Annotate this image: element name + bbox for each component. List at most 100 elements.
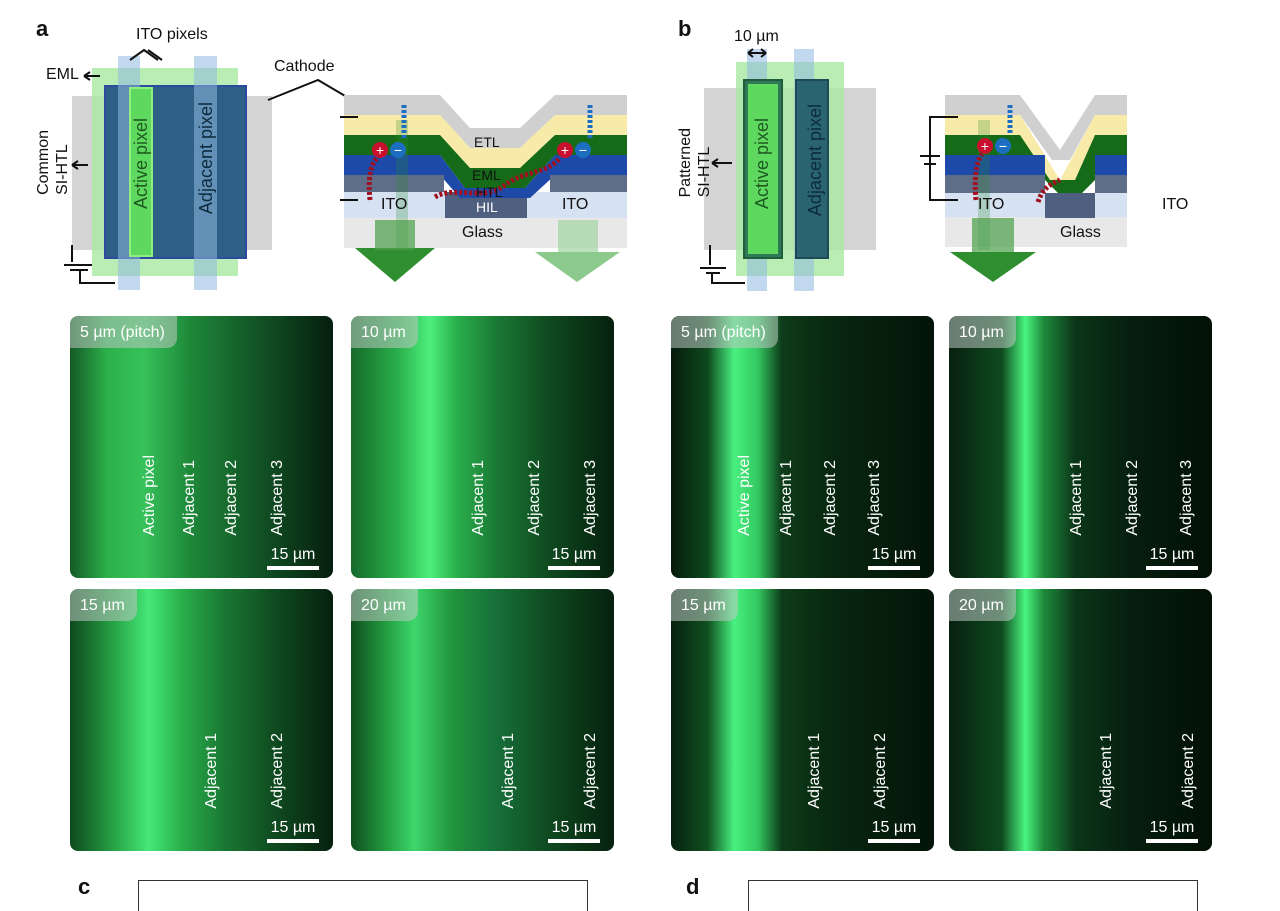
scale-bar-line (868, 566, 920, 570)
htl-line2: SI-HTL (696, 146, 713, 198)
panel-label-c: c (78, 874, 91, 899)
pixel-label: Adjacent 2 (1180, 733, 1197, 809)
ito-left-label: ITO (381, 196, 408, 213)
svg-text:+: + (376, 142, 384, 158)
scale-bar-label: 15 µm (871, 819, 917, 836)
svg-text:+: + (981, 138, 989, 154)
spacing-tag: 5 µm (pitch) (70, 316, 177, 348)
panel-b-micrograph: 5 µm (pitch) Active pixel Adjacent 1 Adjace… (671, 316, 934, 578)
pixel-label: Adjacent 1 (181, 460, 198, 536)
glass-label: Glass (462, 224, 503, 241)
spacing-tag: 10 µm (949, 316, 1016, 348)
adjacent-pixel-label: Adjacent pixel (196, 102, 216, 215)
eml-label: EML (46, 66, 79, 83)
pixel-label: Adjacent 3 (866, 460, 883, 536)
scale-bar-line (1146, 566, 1198, 570)
svg-text:−: − (579, 142, 587, 158)
scale-bar: 15 µm (868, 819, 920, 843)
svg-text:−: − (999, 138, 1007, 154)
scale-bar: 15 µm (868, 546, 920, 570)
pixel-label: Adjacent 2 (872, 733, 889, 809)
scale-bar-label: 15 µm (1149, 546, 1195, 563)
scale-bar-label: 15 µm (551, 546, 597, 563)
etl-label: ETL (474, 134, 500, 150)
scale-bar-label: 15 µm (551, 819, 597, 836)
scale-bar-label: 15 µm (1149, 819, 1195, 836)
panel-label-a: a (36, 16, 49, 41)
scale-bar: 15 µm (1146, 819, 1198, 843)
scale-bar: 15 µm (267, 546, 319, 570)
pixel-label: Adjacent 2 (223, 460, 240, 536)
pixel-label: Adjacent 1 (203, 733, 220, 809)
scale-bar-label: 15 µm (270, 819, 316, 836)
scale-bar: 15 µm (267, 819, 319, 843)
spacing-tag: 20 µm (949, 589, 1016, 621)
panel-a-micrograph: 5 µm (pitch) Active pixel Adjacent 1 Adjace… (70, 316, 333, 578)
scale-bar-line (548, 566, 600, 570)
pixel-label: Adjacent 1 (500, 733, 517, 809)
panel-a-micrograph: 20 µm Adjacent 1 Adjacent 2 15 µm (351, 589, 614, 851)
scale-bar-line (548, 839, 600, 843)
pixel-width-label: 10 µm (734, 28, 779, 45)
hil-label: HIL (476, 199, 498, 215)
panel-c-frame (138, 880, 588, 911)
pixel-label: Adjacent 1 (470, 460, 487, 536)
pixel-label: Adjacent 3 (1178, 460, 1195, 536)
ito-right-label: ITO (562, 196, 589, 213)
pixel-label: Adjacent 1 (1098, 733, 1115, 809)
panel-d-frame (748, 880, 1198, 911)
eml-layer-label: EML (472, 167, 501, 183)
spacing-tag: 15 µm (70, 589, 137, 621)
panel-label-d: d (686, 874, 700, 899)
ito-left-label: ITO (978, 196, 1005, 213)
scale-bar: 15 µm (548, 819, 600, 843)
active-pixel-label: Active pixel (131, 118, 151, 210)
spacing-tag: 20 µm (351, 589, 418, 621)
pixel-label: Adjacent 2 (582, 733, 599, 809)
pixel-label: Active pixel (141, 455, 158, 536)
scale-bar-line (868, 839, 920, 843)
scale-bar-line (267, 566, 319, 570)
ito-pixels-label: ITO pixels (136, 26, 208, 43)
adjacent-pixel-label: Adjacent pixel (805, 104, 825, 217)
cathode-label: Cathode (274, 58, 335, 75)
svg-text:−: − (394, 142, 402, 158)
panel-b-top-view-diagram (700, 48, 876, 291)
spacing-tag: 15 µm (671, 589, 738, 621)
spacing-tag: 10 µm (351, 316, 418, 348)
scale-bar-label: 15 µm (871, 546, 917, 563)
active-pixel-label: Active pixel (752, 118, 772, 210)
pixel-label: Adjacent 3 (269, 460, 286, 536)
panel-a-cross-section-diagram: + − + − (340, 95, 627, 282)
htl-label: HTL (476, 184, 503, 200)
htl-line1: Patterned (677, 128, 694, 198)
pixel-label: Adjacent 2 (822, 460, 839, 536)
scale-bar: 15 µm (1146, 546, 1198, 570)
htl-line1: Common (35, 130, 52, 195)
scale-bar-line (1146, 839, 1198, 843)
pixel-label: Adjacent 2 (1124, 460, 1141, 536)
pixel-label: Adjacent 3 (582, 460, 599, 536)
pixel-label: Active pixel (736, 455, 753, 536)
svg-text:+: + (561, 142, 569, 158)
panel-b-micrograph: 10 µm Adjacent 1 Adjacent 2 Adjacent 3 15 µm (949, 316, 1212, 578)
pixel-label: Adjacent 1 (806, 733, 823, 809)
panel-a-top-view-diagram (64, 48, 353, 290)
panel-a-micrograph: 10 µm Adjacent 1 Adjacent 2 Adjacent 3 15 µm (351, 316, 614, 578)
panel-b-micrograph: 15 µm Adjacent 1 Adjacent 2 15 µm (671, 589, 934, 851)
pixel-label: Adjacent 1 (778, 460, 795, 536)
scale-bar-line (267, 839, 319, 843)
panel-label-b: b (678, 16, 692, 41)
ito-right-label: ITO (1162, 196, 1189, 213)
panel-b-micrograph: 20 µm Adjacent 1 Adjacent 2 15 µm (949, 589, 1212, 851)
pixel-label: Adjacent 2 (269, 733, 286, 809)
spacing-tag: 5 µm (pitch) (671, 316, 778, 348)
scale-bar-label: 15 µm (270, 546, 316, 563)
panel-b-cross-section-diagram: + − (920, 95, 1127, 282)
scale-bar: 15 µm (548, 546, 600, 570)
panel-a-micrograph: 15 µm Adjacent 1 Adjacent 2 15 µm (70, 589, 333, 851)
pixel-label: Adjacent 1 (1068, 460, 1085, 536)
pixel-label: Adjacent 2 (526, 460, 543, 536)
